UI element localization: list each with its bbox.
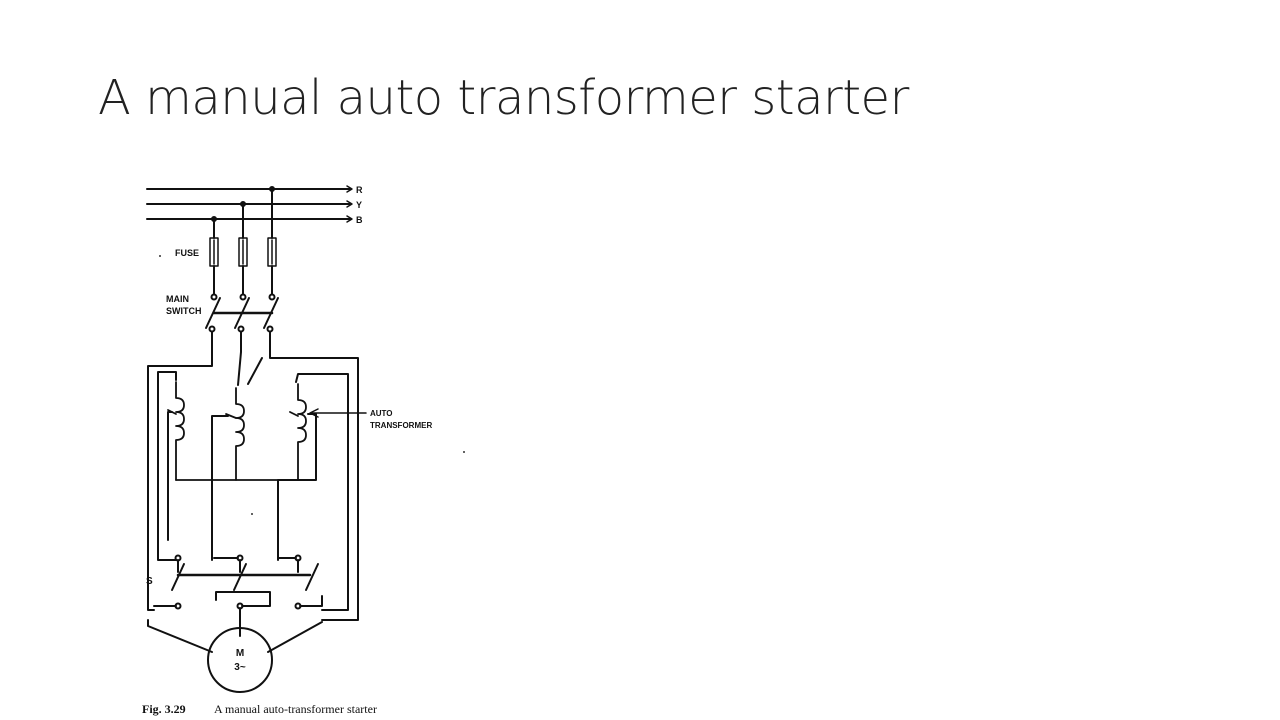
auto-transformer-label-2: TRANSFORMER [370, 421, 432, 430]
main-switch-label-1: MAIN [166, 294, 189, 304]
phase-label-r: R [356, 185, 363, 195]
phase-label-y: Y [356, 200, 362, 210]
phase-label-b: B [356, 215, 363, 225]
main-switch-label-2: SWITCH [166, 306, 202, 316]
slide-title: A manual auto transformer starter [98, 70, 909, 126]
figure-caption-number: Fig. 3.29 [142, 702, 186, 716]
figure-caption-text: A manual auto-transformer starter [214, 702, 377, 716]
switch-s-label: S [146, 576, 153, 587]
changeover-switch-s [159, 554, 319, 610]
fuse-label: FUSE [175, 248, 199, 258]
auto-transformer-label-1: AUTO [370, 409, 393, 418]
auto-transformer-coils [167, 381, 307, 481]
motor-label-phase: 3~ [234, 662, 246, 673]
main-switch-symbol [205, 293, 279, 333]
supply-bus-lines [146, 185, 353, 223]
fuse-symbols [209, 237, 277, 267]
motor-symbol [207, 627, 273, 693]
motor-label-m: M [236, 648, 244, 659]
